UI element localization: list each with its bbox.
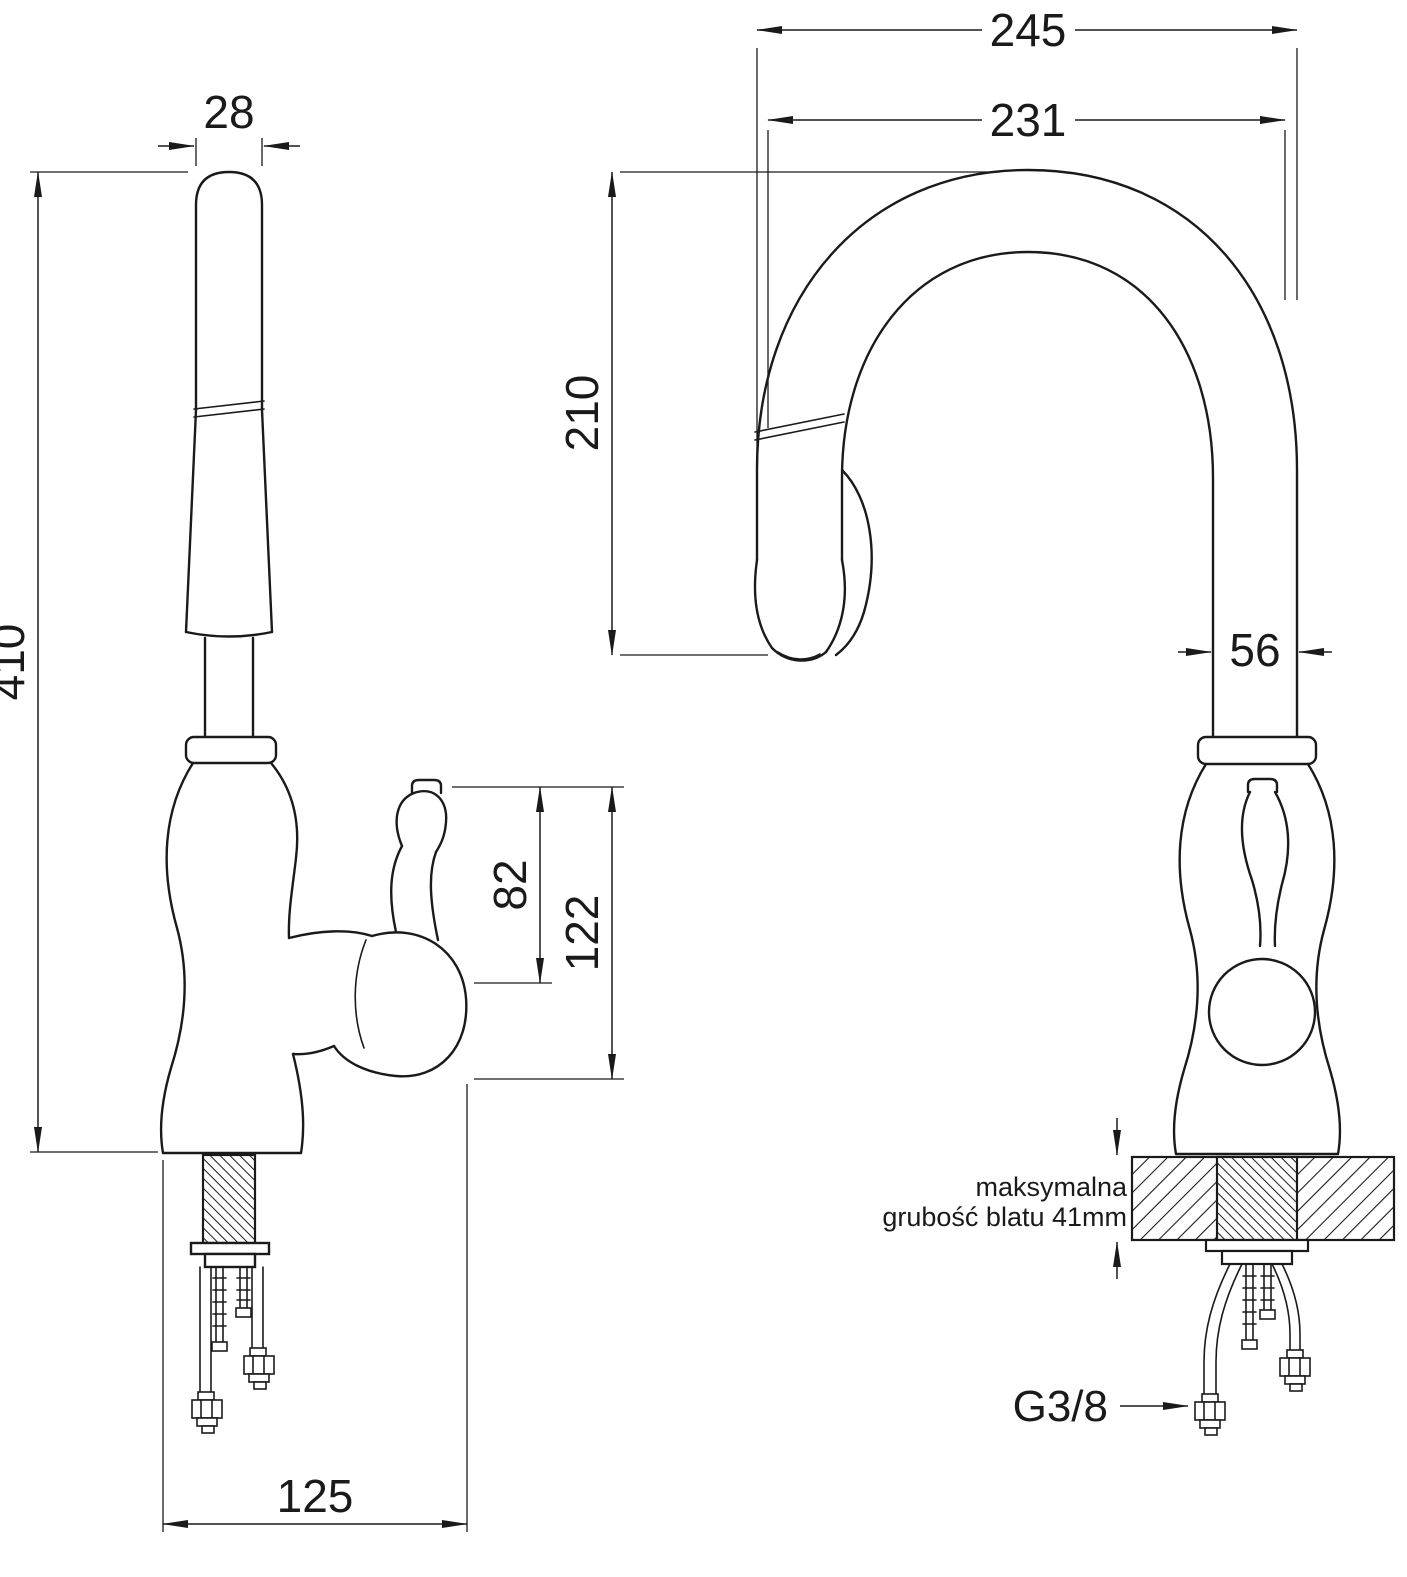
counter-note-line1: maksymalna (975, 1172, 1128, 1202)
ball-seam (354, 939, 367, 1049)
dim-spout-height: 210 (556, 375, 608, 452)
hose-nut (243, 1347, 275, 1390)
dim-spout-width: 28 (203, 86, 254, 138)
hose-nut (1279, 1349, 1311, 1392)
dim-lever-height: 82 (484, 859, 536, 910)
lever-knob (395, 790, 448, 854)
hose-nut (191, 1391, 223, 1434)
dim-handle-height: 122 (556, 895, 608, 972)
counter-note-line2: grubość blatu 41mm (882, 1202, 1127, 1232)
side-view-dimensions: 410 28 82 122 125 (0, 86, 624, 1532)
dim-base-span: 125 (277, 1470, 354, 1522)
washer (189, 1241, 271, 1256)
collar (184, 735, 278, 765)
dim-total-height: 410 (0, 624, 34, 701)
side-view-faucet (159, 170, 468, 1269)
ball-joint-front (1207, 957, 1317, 1067)
front-view-hardware (1194, 1238, 1311, 1436)
dim-spout-reach: 231 (990, 94, 1067, 146)
hose-nut (1194, 1393, 1226, 1436)
threaded-shank (201, 1153, 257, 1245)
front-view-faucet (753, 168, 1342, 1156)
spray-head (753, 468, 873, 662)
dim-column-width: 56 (1229, 624, 1280, 676)
dim-overall-width: 245 (990, 4, 1067, 56)
front-view-dimensions: 245 231 210 56 maksymalna grubość blatu … (556, 4, 1332, 1431)
mounting-bracket (203, 1252, 257, 1269)
side-view-hardware (191, 1266, 275, 1434)
lever-front (1240, 790, 1262, 948)
collar (1196, 735, 1318, 766)
countertop-section (1130, 1155, 1396, 1242)
thread-size-label: G3/8 (1013, 1382, 1108, 1431)
